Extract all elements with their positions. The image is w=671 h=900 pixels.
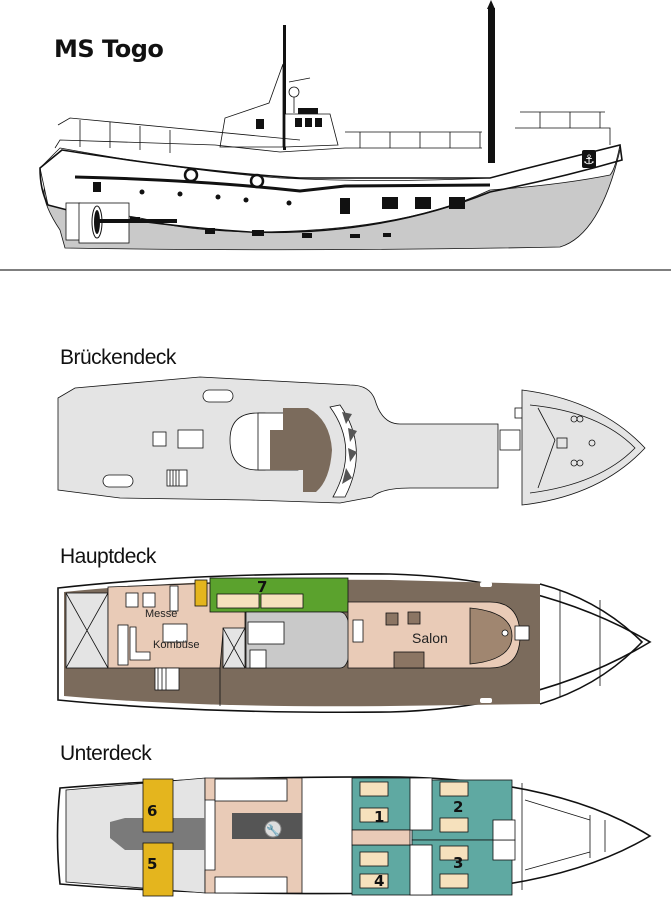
main-mast (283, 25, 286, 150)
cabin-number-6: 6 (147, 802, 157, 820)
cabin-5 (142, 842, 174, 897)
wheelhouse-aft (219, 63, 284, 148)
svg-text:🔧: 🔧 (266, 823, 280, 837)
deck-label-lower: Unterdeck (60, 742, 152, 765)
svg-text:⚓: ⚓ (583, 153, 595, 168)
cabin-number-5: 5 (147, 855, 157, 873)
deck-label-main: Hauptdeck (60, 545, 157, 568)
lifebuoy (183, 167, 199, 183)
lifebuoy (249, 173, 265, 189)
main-deck: Hauptdeck Messe Kombüse 7 (57, 545, 652, 714)
anchor-icon: ⚓ (582, 150, 596, 168)
side-view: MS Togo (39, 0, 623, 251)
cabin-6 (142, 778, 174, 833)
ship-title: MS Togo (54, 35, 163, 63)
wrench-icon: 🔧 (264, 820, 282, 838)
cabin-number-2: 2 (453, 798, 463, 816)
funnel-mast (488, 8, 495, 163)
room-label-salon: Salon (412, 630, 448, 646)
cabin-number-7: 7 (257, 578, 267, 596)
lower-deck: Unterdeck 6 5 🔧 1 2 (56, 742, 652, 897)
bridge-deck: Brückendeck (57, 346, 646, 506)
room-label-kombuese: Kombüse (153, 639, 199, 651)
room-label-messe: Messe (145, 608, 177, 620)
cabin-number-4: 4 (374, 872, 384, 890)
deck-label-bridge: Brückendeck (60, 346, 177, 369)
cabin-number-3: 3 (453, 854, 463, 872)
bridge-foredeck (521, 389, 646, 506)
cabin-number-1: 1 (374, 808, 384, 826)
radar-dome (288, 86, 300, 98)
propeller-icon (91, 205, 177, 239)
bridge-room (270, 408, 332, 492)
